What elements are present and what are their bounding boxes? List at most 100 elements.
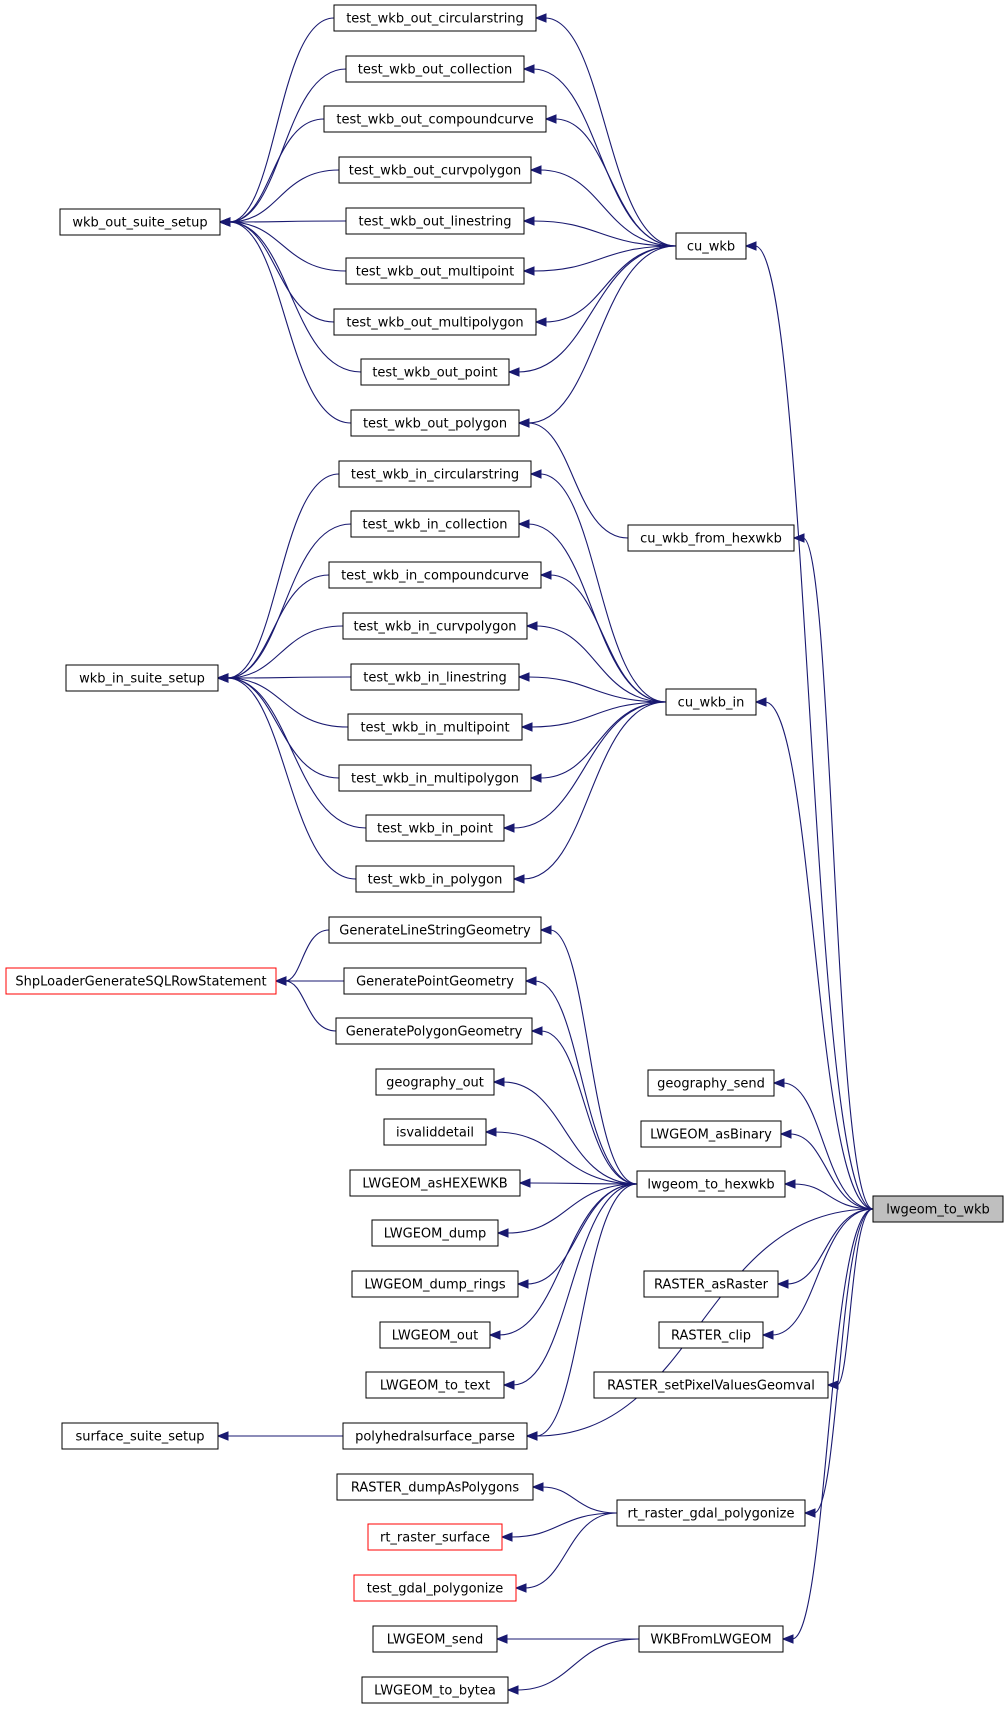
node-lwgeom-dump-rings[interactable]: LWGEOM_dump_rings: [351, 1270, 519, 1298]
node-test-wkb-out-circularstring[interactable]: test_wkb_out_circularstring: [333, 4, 537, 32]
edge-line: [226, 677, 367, 829]
node-test-wkb-out-point[interactable]: test_wkb_out_point: [360, 358, 510, 386]
node-box: [647, 1069, 775, 1097]
node-label: test_wkb_in_point: [377, 822, 493, 837]
node-test-wkb-in-collection[interactable]: test_wkb_in_collection: [350, 510, 520, 538]
node-test-gdal-polygonize[interactable]: test_gdal_polygonize: [353, 1574, 517, 1602]
node-lwgeom-as-binary[interactable]: LWGEOM_asBinary: [640, 1120, 782, 1148]
edge-line: [228, 221, 347, 272]
edge-line: [532, 220, 677, 247]
arrowhead-icon: [772, 1078, 785, 1088]
node-generate-line-string-geometry[interactable]: GenerateLineStringGeometry: [328, 916, 542, 944]
node-raster-dump-as-polygons[interactable]: RASTER_dumpAsPolygons: [336, 1473, 534, 1501]
node-test-wkb-out-collection[interactable]: test_wkb_out_collection: [345, 55, 525, 83]
arrowhead-icon: [529, 773, 542, 783]
edge-lwgeom-to-hexwkb-to-lwgeom-dump-rings: [516, 1183, 638, 1289]
node-cu-wkb[interactable]: cu_wkb: [675, 232, 747, 260]
edge-line: [791, 1208, 874, 1640]
node-test-wkb-in-multipolygon[interactable]: test_wkb_in_multipolygon: [338, 764, 532, 792]
edge-line: [228, 221, 352, 424]
node-test-wkb-in-linestring[interactable]: test_wkb_in_linestring: [350, 663, 520, 691]
arrowhead-icon: [484, 1127, 497, 1137]
node-raster-set-pixel-values-geomval[interactable]: RASTER_setPixelValuesGeomval: [593, 1371, 829, 1399]
node-box: [872, 1195, 1004, 1223]
arrowhead-icon: [492, 1077, 505, 1087]
node-label: test_wkb_in_multipoint: [360, 721, 509, 736]
edge-line: [789, 1133, 874, 1210]
edge-test-wkb-out-point-to-wkb-out-suite-setup: [218, 217, 362, 373]
node-generate-polygon-geometry[interactable]: GeneratePolygonGeometry: [335, 1017, 533, 1045]
node-isvaliddetail[interactable]: isvaliddetail: [383, 1118, 487, 1146]
arrowhead-icon: [539, 570, 552, 580]
arrowhead-icon: [496, 1228, 509, 1238]
edge-line: [527, 422, 629, 539]
edge-line: [540, 1030, 638, 1185]
node-test-wkb-in-multipoint[interactable]: test_wkb_in_multipoint: [347, 713, 523, 741]
node-geography-send[interactable]: geography_send: [647, 1069, 775, 1097]
node-label: surface_suite_setup: [75, 1430, 204, 1445]
node-test-wkb-in-polygon[interactable]: test_wkb_in_polygon: [355, 865, 515, 893]
edge-line: [539, 701, 667, 779]
edge-line: [284, 980, 337, 1032]
node-rt-raster-surface[interactable]: rt_raster_surface: [367, 1523, 503, 1551]
node-box: [345, 55, 525, 83]
node-generate-point-geometry[interactable]: GeneratePointGeometry: [343, 967, 527, 995]
node-lwgeom-to-wkb[interactable]: lwgeom_to_wkb: [872, 1195, 1004, 1223]
edge-line: [228, 221, 362, 373]
arrowhead-icon: [544, 114, 557, 124]
edge-line: [764, 701, 874, 1210]
arrowhead-icon: [781, 1634, 794, 1644]
node-test-wkb-out-compoundcurve[interactable]: test_wkb_out_compoundcurve: [323, 105, 547, 133]
node-label: test_gdal_polygonize: [367, 1582, 503, 1597]
arrowhead-icon: [512, 874, 525, 884]
node-surface-suite-setup[interactable]: surface_suite_setup: [61, 1422, 219, 1450]
node-lwgeom-out[interactable]: LWGEOM_out: [379, 1321, 491, 1349]
node-box: [65, 664, 219, 692]
edge-line: [524, 1512, 618, 1589]
node-lwgeom-to-hexwkb[interactable]: lwgeom_to_hexwkb: [636, 1170, 786, 1198]
node-cu-wkb-from-hexwkb[interactable]: cu_wkb_from_hexwkb: [627, 524, 795, 552]
node-test-wkb-out-multipoint[interactable]: test_wkb_out_multipoint: [345, 257, 525, 285]
node-lwgeom-send[interactable]: LWGEOM_send: [372, 1625, 498, 1653]
arrowhead-icon: [792, 533, 805, 543]
node-raster-as-raster[interactable]: RASTER_asRaster: [643, 1270, 779, 1298]
node-box: [338, 156, 532, 184]
node-test-wkb-out-multipolygon[interactable]: test_wkb_out_multipolygon: [333, 308, 537, 336]
node-test-wkb-in-curvpolygon[interactable]: test_wkb_in_curvpolygon: [342, 612, 528, 640]
arrowhead-icon: [783, 1179, 796, 1189]
node-lwgeom-dump[interactable]: LWGEOM_dump: [371, 1219, 499, 1247]
node-wkbfrom-lwgeom[interactable]: WKBFromLWGEOM: [638, 1625, 784, 1653]
node-lwgeom-to-bytea[interactable]: LWGEOM_to_bytea: [361, 1676, 509, 1704]
edge-line: [793, 1183, 874, 1210]
edge-test-wkb-out-curvpolygon-to-wkb-out-suite-setup: [218, 169, 340, 227]
node-test-wkb-in-compoundcurve[interactable]: test_wkb_in_compoundcurve: [328, 561, 542, 589]
node-lwgeom-to-text[interactable]: LWGEOM_to_text: [365, 1371, 505, 1399]
edge-generate-polygon-geometry-to-shp-loader-generate-sqlrow-statement: [274, 976, 337, 1032]
node-wkb-in-suite-setup[interactable]: wkb_in_suite_setup: [65, 664, 219, 692]
node-polyhedralsurface-parse[interactable]: polyhedralsurface_parse: [342, 1422, 528, 1450]
node-rt-raster-gdal-polygonize[interactable]: rt_raster_gdal_polygonize: [616, 1499, 806, 1527]
edge-line: [516, 1638, 640, 1691]
edge-cu-wkb-to-test-wkb-out-curvpolygon: [529, 165, 677, 247]
arrowhead-icon: [517, 672, 530, 682]
node-cu-wkb-in[interactable]: cu_wkb_in: [665, 688, 757, 716]
node-box: [593, 1371, 829, 1399]
edge-lwgeom-to-wkb-to-cu-wkb: [744, 241, 874, 1210]
node-test-wkb-out-linestring[interactable]: test_wkb_out_linestring: [345, 207, 525, 235]
edge-test-wkb-out-compoundcurve-to-wkb-out-suite-setup: [218, 118, 325, 227]
node-lwgeom-as-hexewkb[interactable]: LWGEOM_asHEXEWKB: [349, 1169, 521, 1197]
arrowhead-icon: [506, 1685, 519, 1695]
node-geography-out[interactable]: geography_out: [375, 1068, 495, 1096]
node-test-wkb-out-curvpolygon[interactable]: test_wkb_out_curvpolygon: [338, 156, 532, 184]
arrowhead-icon: [530, 1026, 543, 1036]
node-test-wkb-out-polygon[interactable]: test_wkb_out_polygon: [350, 409, 520, 437]
arrowhead-icon: [522, 64, 535, 74]
node-raster-clip[interactable]: RASTER_clip: [658, 1321, 764, 1349]
node-label: RASTER_asRaster: [654, 1278, 769, 1293]
node-test-wkb-in-circularstring[interactable]: test_wkb_in_circularstring: [338, 460, 532, 488]
node-wkb-out-suite-setup[interactable]: wkb_out_suite_setup: [59, 208, 221, 236]
arrowhead-icon: [744, 241, 757, 251]
node-test-wkb-in-point[interactable]: test_wkb_in_point: [365, 814, 505, 842]
node-box: [383, 1118, 487, 1146]
node-shp-loader-generate-sqlrow-statement[interactable]: ShpLoaderGenerateSQLRowStatement: [5, 967, 277, 995]
